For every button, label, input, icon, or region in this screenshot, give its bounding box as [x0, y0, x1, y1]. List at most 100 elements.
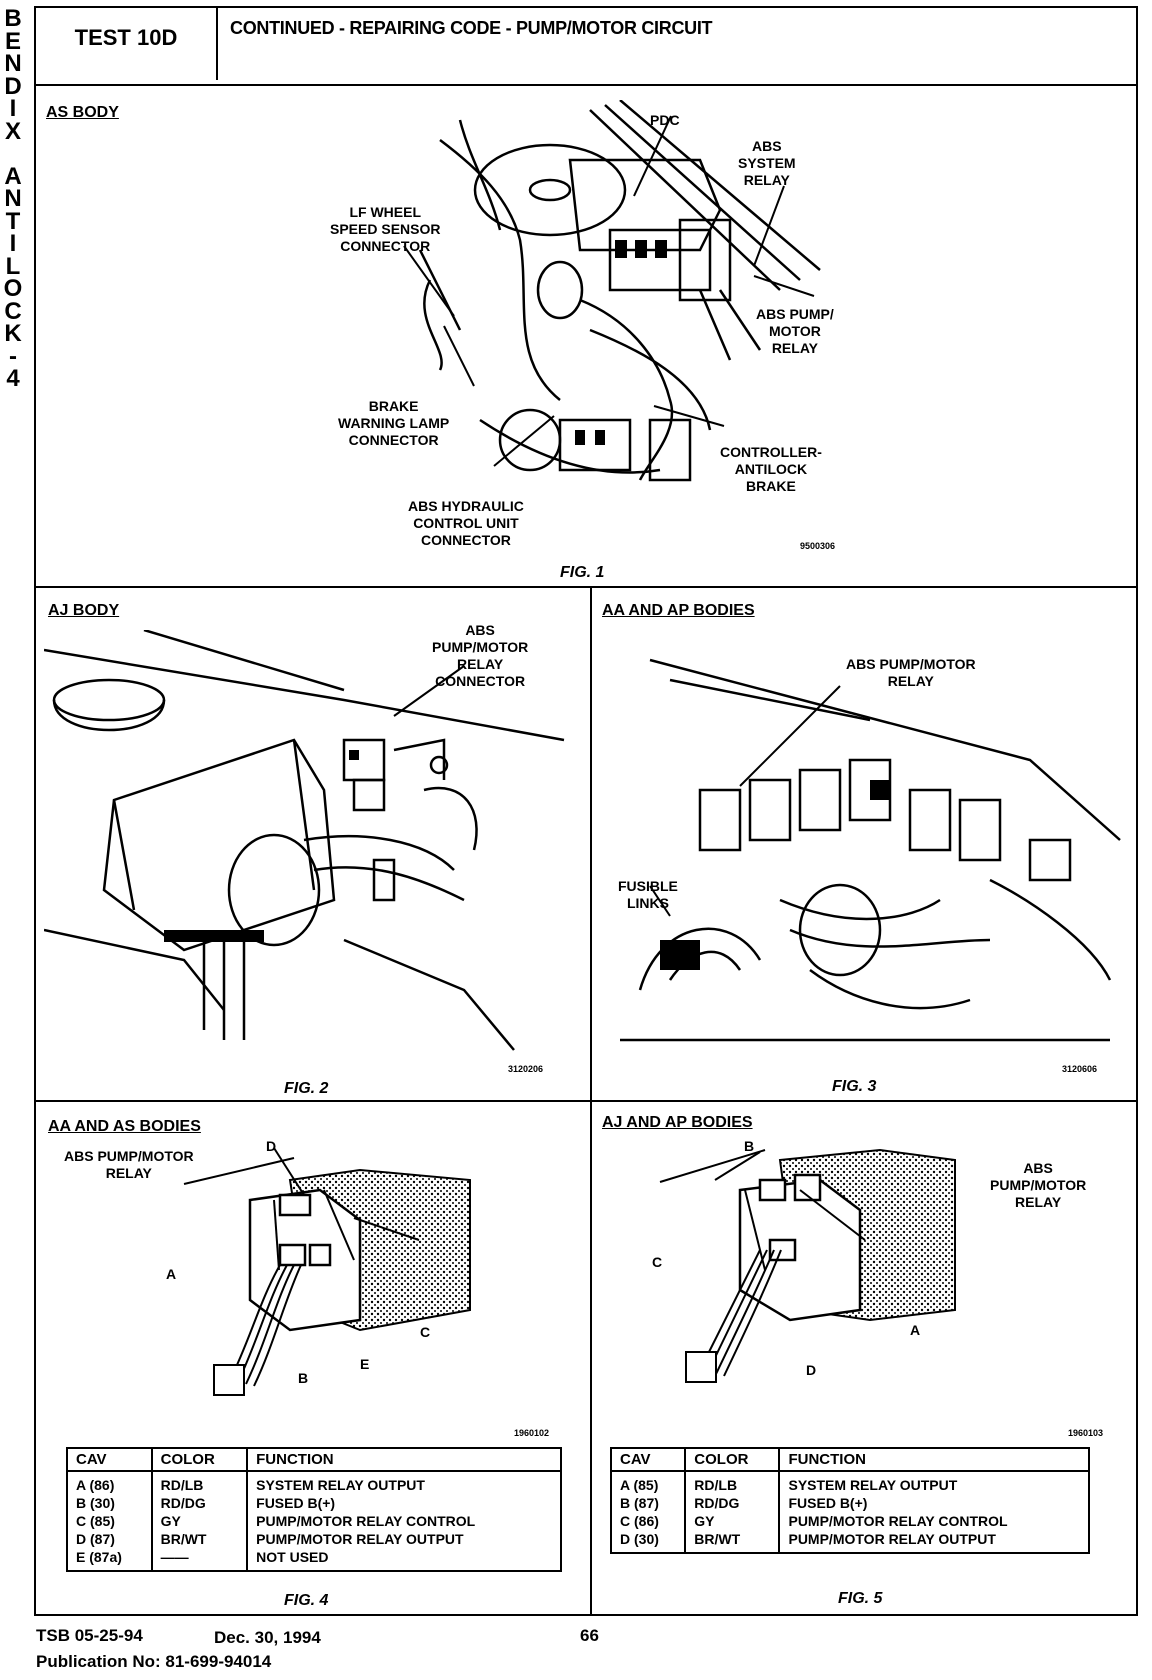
fig4-caption: FIG. 4: [284, 1592, 329, 1609]
table-cell: SYSTEM RELAY OUTPUT: [778, 1471, 1090, 1494]
fig3-engine-illustration: [620, 658, 1121, 1042]
table-cell: PUMP/MOTOR RELAY OUTPUT: [778, 1530, 1090, 1554]
table-cell: C (85): [66, 1512, 153, 1530]
sidebar-letter: T: [5, 207, 21, 235]
fig2-section-title: AJ BODY: [48, 602, 120, 619]
pin-b-label: B: [298, 1370, 309, 1386]
table-cell: A (86): [66, 1471, 153, 1494]
sidebar-letter: A: [4, 162, 22, 190]
pin-e-label: E: [360, 1356, 370, 1372]
fig1-leader-lines: [403, 115, 815, 467]
sidebar-letter: I: [9, 230, 17, 257]
table-header: COLOR: [684, 1447, 781, 1472]
pin-a-label-fig5: A: [910, 1322, 921, 1338]
divider-fig1: [34, 586, 1138, 588]
table-cell: FUSED B(+): [778, 1494, 1090, 1512]
table-cell: RD/DG: [150, 1494, 249, 1512]
footer-date: Dec. 30, 1994: [214, 1628, 321, 1647]
fig5-caption: FIG. 5: [838, 1590, 883, 1607]
fig4-section-title: AA AND AS BODIES: [48, 1118, 201, 1135]
table-cell: RD/LB: [684, 1471, 781, 1494]
footer-page-number: 66: [580, 1626, 599, 1645]
table-cell: B (87): [609, 1494, 687, 1512]
fig5-code: 1960103: [1068, 1428, 1104, 1438]
table-header: COLOR: [150, 1447, 249, 1472]
table-header: CAV: [609, 1447, 687, 1472]
sidebar-letter: E: [4, 27, 21, 55]
table-cell: E (87a): [66, 1548, 153, 1572]
label-pdc: PDC: [650, 112, 680, 128]
fig3-caption: FIG. 3: [832, 1078, 877, 1095]
page-title: CONTINUED - REPAIRING CODE - PUMP/MOTOR …: [230, 18, 713, 38]
fig1-engine-illustration: [418, 100, 821, 482]
sidebar-letter: I: [9, 95, 17, 122]
footer-tsb: TSB 05-25-94: [36, 1626, 143, 1645]
fig4-code: 1960102: [514, 1428, 550, 1438]
table-cell: PUMP/MOTOR RELAY OUTPUT: [246, 1530, 562, 1548]
divider-vertical: [590, 586, 592, 1616]
table-header: CAV: [66, 1447, 153, 1472]
sidebar-letter: -: [9, 342, 17, 370]
table-header: FUNCTION: [778, 1447, 1090, 1472]
fig2-code: 3120206: [508, 1064, 544, 1074]
table-cell: RD/DG: [684, 1494, 781, 1512]
fig4-relay-connector: [213, 1168, 471, 1396]
fig5-section-title: AJ AND AP BODIES: [602, 1114, 753, 1131]
fig5-relay-connector: [685, 1148, 956, 1383]
pin-c-label: C: [420, 1324, 431, 1340]
fig3-leaders: [649, 685, 841, 917]
table-cell: FUSED B(+): [246, 1494, 562, 1512]
fig3-code: 3120606: [1062, 1064, 1098, 1074]
sidebar-letter: N: [4, 185, 22, 212]
fig2-leader: [393, 665, 465, 717]
fig1-section-title: AS BODY: [46, 104, 119, 121]
table-cell: BR/WT: [150, 1530, 249, 1548]
table-cell: D (87): [66, 1530, 153, 1548]
sidebar-letter: C: [4, 297, 22, 325]
pin-b-label-fig5: B: [744, 1138, 755, 1154]
pin-a-label: A: [166, 1266, 177, 1282]
table-cell: BR/WT: [684, 1530, 781, 1554]
page-frame: [34, 6, 1138, 1616]
fig2-caption: FIG. 2: [284, 1080, 329, 1097]
footer-publication: Publication No: 81-699-94014: [36, 1652, 272, 1671]
sidebar-letter: O: [3, 275, 23, 302]
sidebar-letter: K: [4, 320, 22, 347]
fig1-caption: FIG. 1: [560, 564, 605, 581]
table-cell: C (86): [609, 1512, 687, 1530]
table-cell: NOT USED: [246, 1548, 562, 1572]
table-cell: D (30): [609, 1530, 687, 1554]
table-row: E (87a)——NOT USED: [66, 1548, 562, 1572]
table-cell: PUMP/MOTOR RELAY CONTROL: [778, 1512, 1090, 1530]
table-header: FUNCTION: [246, 1447, 562, 1472]
table-cell: ——: [150, 1548, 249, 1572]
pin-d-label: D: [266, 1138, 277, 1154]
table-cell: A (85): [609, 1471, 687, 1494]
fig2-engine-illustration: [44, 630, 565, 1051]
table-cell: B (30): [66, 1494, 153, 1512]
fig3-section-title: AA AND AP BODIES: [602, 602, 755, 619]
table-cell: GY: [150, 1512, 249, 1530]
sidebar-letter: L: [5, 252, 21, 280]
test-number: TEST 10D: [36, 8, 218, 80]
sidebar-letter: D: [4, 72, 22, 100]
